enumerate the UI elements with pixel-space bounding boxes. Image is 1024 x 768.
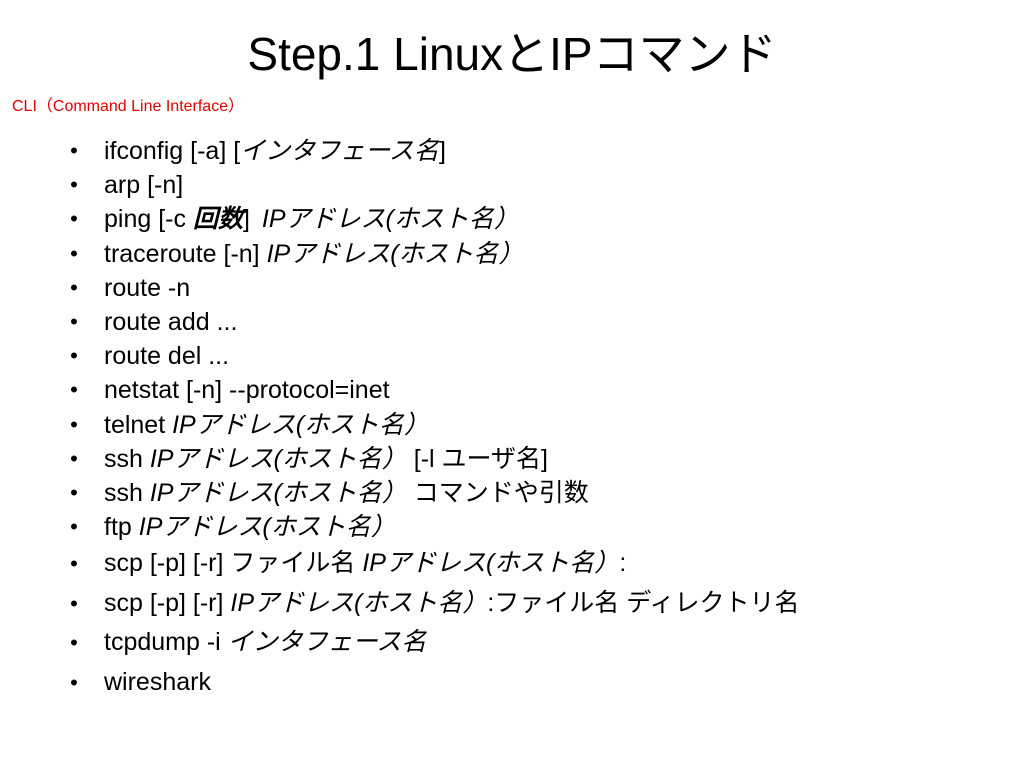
list-item-text: netstat [-n] --protocol=inet <box>104 376 390 405</box>
list-item: • wireshark <box>64 663 1014 703</box>
list-item-text: ssh <box>104 444 150 473</box>
list-item-text: scp [-p] [-r] ファイル名 <box>104 549 363 578</box>
bullet-icon: • <box>70 514 78 540</box>
list-item-text: : <box>619 549 627 578</box>
list-item: • telnet IPアドレス(ホスト名） <box>64 408 1014 442</box>
list-item: • traceroute [-n] IPアドレス(ホスト名） <box>64 237 1014 271</box>
list-item-text: route -n <box>104 273 191 302</box>
list-item-text: tcpdump -i <box>104 628 228 657</box>
list-item-text: wireshark <box>104 667 211 696</box>
list-item-text: IPアドレス(ホスト名） <box>230 588 488 617</box>
list-item-text: ifconfig [-a] [ <box>104 137 241 165</box>
bullet-icon: • <box>70 206 78 232</box>
bullet-icon: • <box>70 343 78 369</box>
bullet-icon: • <box>70 138 78 163</box>
bullet-icon: • <box>70 172 78 198</box>
bullet-icon: • <box>70 377 78 403</box>
list-item-text: IPアドレス(ホスト名） <box>172 410 430 439</box>
bullet-icon: • <box>70 630 78 656</box>
bullet-icon: • <box>70 308 78 334</box>
command-list: •ifconfig [-a] [インタフェース名]•arp [-n]•ping … <box>64 134 1014 702</box>
bullet-icon: • <box>70 551 78 577</box>
list-item-text: ] <box>438 137 446 165</box>
list-item: • scp [-p] [-r] IPアドレス(ホスト名）:ファイル名 ディレクトリ… <box>64 584 1014 624</box>
bullet-icon: • <box>70 411 78 437</box>
list-item: • scp [-p] [-r] ファイル名 IPアドレス(ホスト名）: <box>64 544 1014 584</box>
slide-title: Step.1 LinuxとIPコマンド <box>247 28 777 80</box>
bullet-icon: • <box>70 479 78 505</box>
list-item-text: IPアドレス(ホスト名） <box>138 513 396 542</box>
list-item-text: route add ... <box>104 307 238 336</box>
list-item: • arp [-n] <box>64 168 1014 202</box>
list-item: • ssh IPアドレス(ホスト名） [-l ユーザ名] <box>64 442 1014 476</box>
slide-subtitle: CLI（Command Line Interface） <box>12 98 245 115</box>
list-item: • route -n <box>64 271 1014 305</box>
list-item-text: IPアドレス(ホスト名） <box>261 205 519 234</box>
list-item: • ping [-c 回数] IPアドレス(ホスト名） <box>64 202 1014 236</box>
list-item: • ssh IPアドレス(ホスト名） コマンドや引数 <box>64 476 1014 510</box>
list-item-text: インタフェース名 <box>227 628 427 657</box>
list-item: • route del ... <box>64 339 1014 373</box>
list-item-text: scp [-p] [-r] <box>104 588 231 617</box>
list-item-text: telnet <box>104 410 173 439</box>
list-item-text: ping [-c <box>104 205 193 234</box>
list-item-text: ftp <box>104 513 139 542</box>
bullet-icon: • <box>70 274 78 300</box>
bullet-icon: • <box>70 590 78 616</box>
list-item-text: ssh <box>104 478 150 507</box>
bullet-icon: • <box>70 669 78 695</box>
list-item-text: traceroute [-n] <box>104 239 267 268</box>
list-item-text: route del ... <box>104 342 230 371</box>
list-item-text: ] <box>242 205 250 234</box>
list-item-text: 回数 <box>192 205 243 234</box>
list-item-text: IPアドレス(ホスト名） <box>149 444 407 473</box>
list-item-text: IPアドレス(ホスト名） <box>362 549 620 578</box>
list-item-text: :ファイル名 ディレクトリ名 <box>487 588 800 617</box>
list-item-text: [-l ユーザ名] <box>406 444 548 473</box>
list-item: • netstat [-n] --protocol=inet <box>64 373 1014 407</box>
list-item-text: arp [-n] <box>104 171 184 200</box>
list-item: • route add ... <box>64 305 1014 339</box>
list-item: • ftp IPアドレス(ホスト名） <box>64 510 1014 544</box>
list-item-text: コマンドや引数 <box>406 478 589 507</box>
list-item-text: インタフェース名 <box>240 137 439 165</box>
list-item: • tcpdump -i インタフェース名 <box>64 623 1014 663</box>
bullet-icon: • <box>70 240 78 266</box>
list-item: • ifconfig [-a] [インタフェース名] <box>64 134 1014 168</box>
list-item-text: IPアドレス(ホスト名） <box>266 239 524 268</box>
list-item-text: IPアドレス(ホスト名） <box>149 478 407 507</box>
bullet-icon: • <box>70 445 78 471</box>
